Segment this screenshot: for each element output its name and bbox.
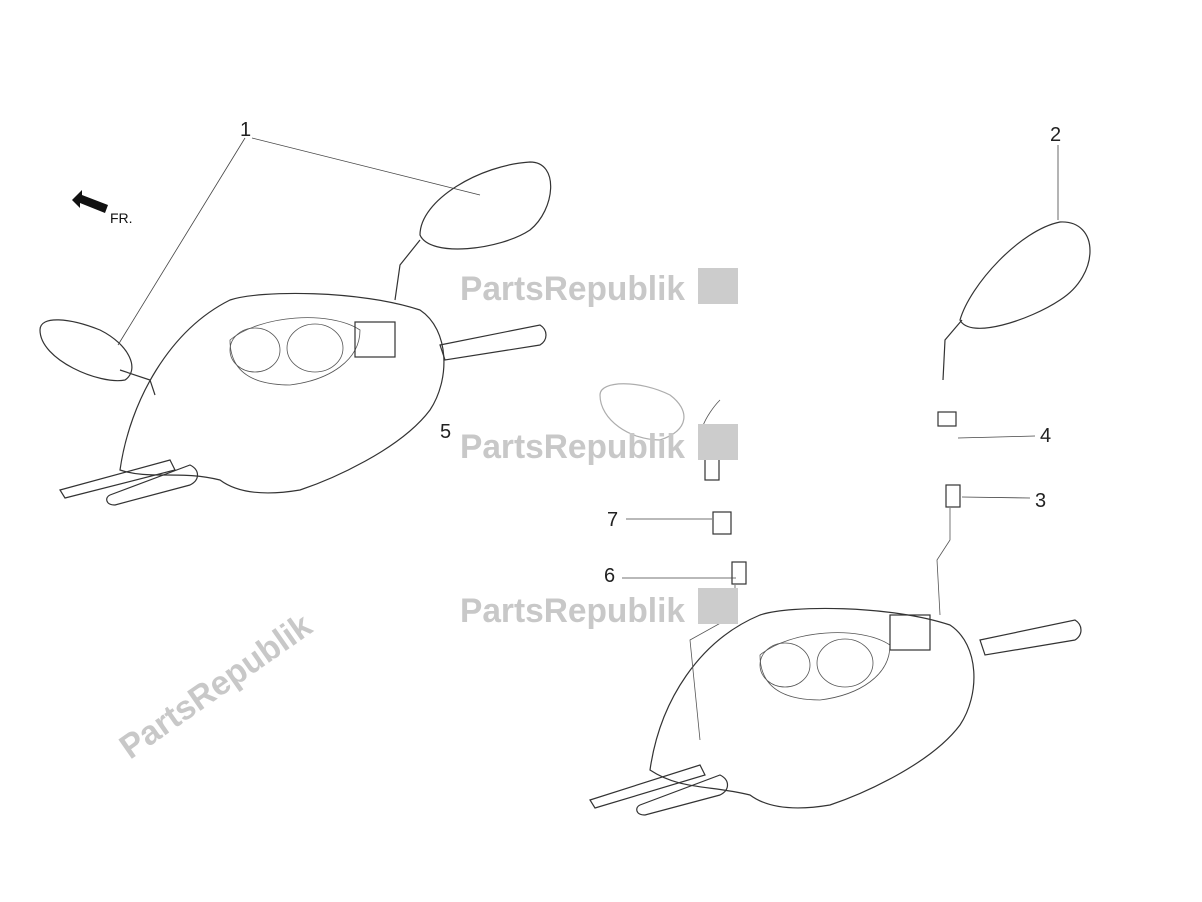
- gear-logo-icon: [698, 424, 738, 460]
- callout-3: 3: [1035, 490, 1046, 512]
- gear-logo-icon: [698, 588, 738, 624]
- callout-4: 4: [1040, 425, 1051, 447]
- callout-2: 2: [1050, 124, 1061, 146]
- gear-logo-icon: [698, 268, 738, 304]
- callout-1: 1: [240, 119, 251, 141]
- callout-6: 6: [604, 565, 615, 587]
- handlebar-assembly-right: [589, 221, 1091, 816]
- handlebar-assembly-left: [39, 161, 552, 506]
- front-direction-arrow: FR.: [72, 190, 133, 226]
- watermark-text: PartsRepublik: [113, 606, 319, 766]
- watermarks: PartsRepublik PartsRepublik PartsRepubli…: [113, 268, 738, 767]
- watermark-text: PartsRepublik: [460, 270, 685, 308]
- callouts: 1 2 3 4 5 6 7: [117, 119, 1061, 587]
- front-label: FR.: [110, 210, 133, 226]
- arrow-icon: [72, 190, 108, 213]
- callout-7: 7: [607, 509, 618, 531]
- watermark-text: PartsRepublik: [460, 428, 685, 466]
- watermark-text: PartsRepublik: [460, 592, 685, 630]
- callout-5: 5: [440, 421, 451, 443]
